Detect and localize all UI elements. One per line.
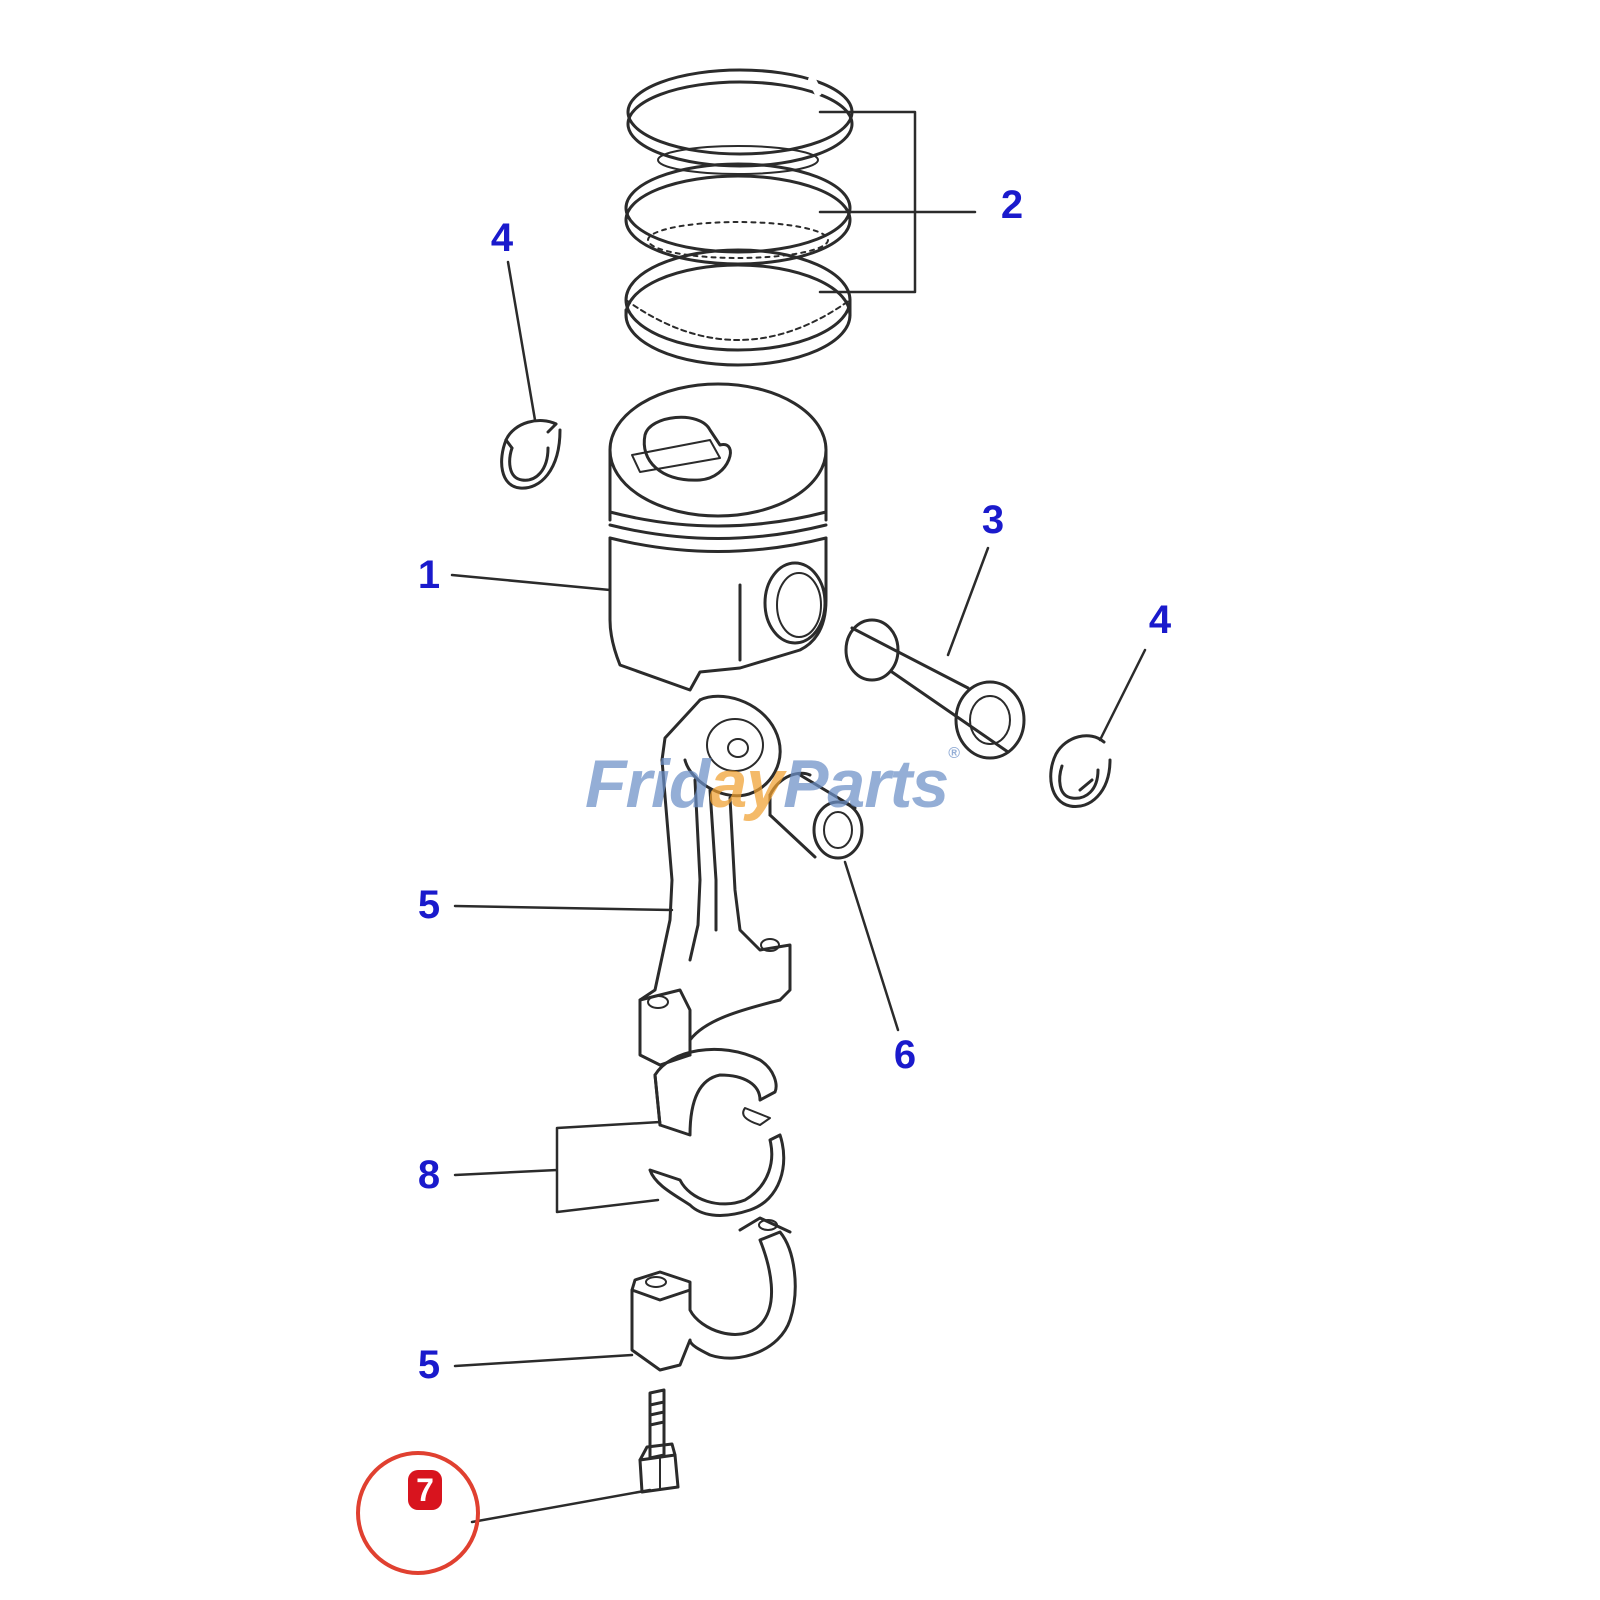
callout-7: 7 [408, 1470, 442, 1510]
bolt [638, 1388, 680, 1494]
piston-ring-top [626, 68, 854, 168]
watermark-registered: ® [948, 745, 960, 762]
highlight-ring [356, 1451, 480, 1575]
snap-ring-left [500, 419, 562, 490]
snap-ring-right [1049, 734, 1112, 809]
connecting-rod-cap [630, 1216, 797, 1372]
callout-4-right: 4 [1148, 598, 1172, 642]
watermark-part2: ay [709, 746, 784, 822]
watermark-logo: FridayParts® [585, 745, 960, 823]
leader-3 [946, 546, 990, 657]
leader-5-upper [453, 904, 674, 912]
watermark-part1: Frid [585, 746, 710, 822]
bushing [768, 771, 864, 860]
leader-1 [450, 573, 612, 592]
piston-pin [844, 618, 1026, 760]
leader-lines [450, 110, 1147, 1524]
callout-3: 3 [981, 498, 1005, 542]
leader-4-left [506, 260, 537, 422]
connecting-rod [638, 694, 792, 1067]
piston-rings [624, 68, 854, 367]
callout-8: 8 [417, 1153, 441, 1197]
watermark-part3: Parts [783, 746, 949, 822]
leader-2 [818, 110, 977, 294]
piston-ring-middle [624, 145, 852, 266]
bearing-lower [648, 1107, 786, 1217]
leader-5-lower [453, 1353, 634, 1368]
leader-8 [453, 1120, 662, 1214]
callout-5-upper: 5 [417, 883, 441, 927]
callout-5-lower: 5 [417, 1343, 441, 1387]
callout-2: 2 [1000, 183, 1024, 227]
leader-7 [470, 1488, 652, 1524]
leader-6 [843, 860, 900, 1032]
bearing-upper [653, 1047, 778, 1137]
piston-ring-oil [624, 221, 852, 367]
piston [608, 382, 828, 692]
callout-1: 1 [417, 553, 441, 597]
callout-6: 6 [893, 1033, 917, 1077]
leader-4-right [1098, 648, 1147, 742]
callout-4-left: 4 [490, 216, 514, 260]
